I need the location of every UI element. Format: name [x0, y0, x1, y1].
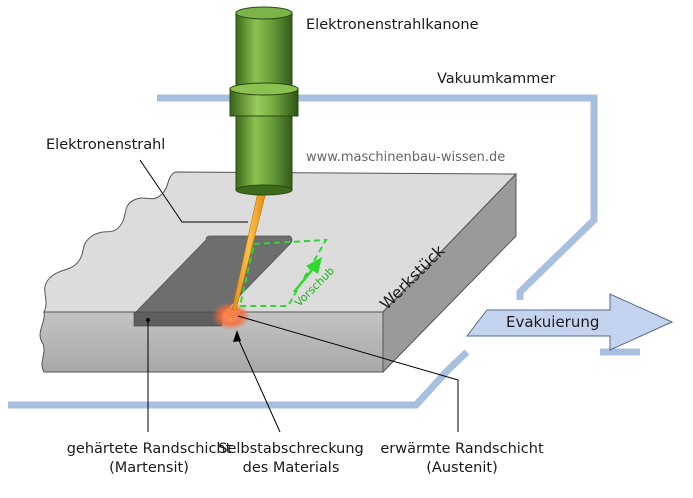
label-evacuation: Evakuierung [506, 313, 600, 331]
label-electron-beam: Elektronenstrahl [46, 137, 166, 153]
gun-upper-barrel [235, 11, 293, 89]
gun-top-cap [235, 6, 293, 20]
workpiece [39, 171, 518, 374]
label-self-quenching: Selbstabschreckung des Materials [206, 440, 376, 478]
label-vacuum-chamber: Vakuumkammer [437, 71, 556, 87]
label-quench-line2: des Materials [242, 460, 340, 476]
label-hardened-layer: gehärtete Randschicht (Martensit) [4, 440, 294, 478]
leader-heated [237, 315, 459, 432]
workpiece-front-face [39, 311, 384, 373]
feed-arrow [293, 257, 322, 293]
label-heated-layer: erwärmte Randschicht (Austenit) [380, 440, 544, 478]
chamber-wall-lower [8, 349, 470, 409]
workpiece-side-face [382, 172, 517, 374]
label-electron-beam-gun: Elektronenstrahlkanone [306, 17, 479, 33]
electron-beam-gun [229, 6, 299, 196]
gun-collar-top [229, 82, 299, 96]
gun-lower-barrel [235, 115, 293, 191]
evacuation-arrow [465, 293, 674, 351]
label-website: www.maschinenbau-wissen.de [306, 150, 506, 165]
gun-bottom [235, 184, 293, 196]
label-hardened-line1: gehärtete Randschicht [66, 441, 232, 457]
chamber-wall-upper [157, 94, 598, 300]
label-quench-line1: Selbstabschreckung [218, 441, 364, 457]
label-heated-line2: (Austenit) [426, 460, 498, 476]
label-hardened-line2: (Martensit) [109, 460, 189, 476]
label-heated-line1: erwärmte Randschicht [380, 441, 544, 457]
vacuum-chamber-wall [8, 94, 640, 409]
heat-spot-core [224, 308, 240, 318]
leader-hardened [146, 318, 150, 432]
leader-beam [139, 159, 248, 223]
leader-quench [233, 330, 281, 433]
